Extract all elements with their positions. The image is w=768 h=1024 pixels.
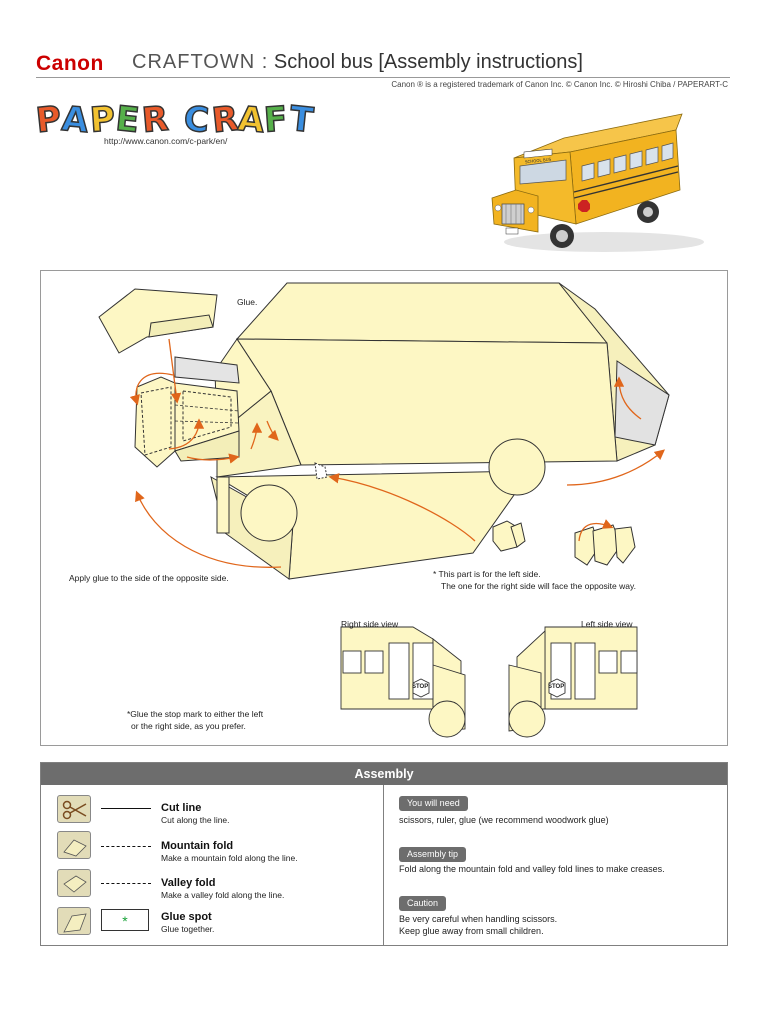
glue-icon (57, 907, 91, 935)
assembly-diagram: Glue. Apply glue to the side of the oppo… (40, 270, 728, 746)
mountain-fold-title: Mountain fold (161, 840, 234, 852)
svg-text:P: P (89, 99, 117, 140)
glue-spot-desc: Glue together. (161, 924, 215, 934)
copyright-text: Canon ® is a registered trademark of Can… (391, 80, 728, 89)
canon-logo: Canon (36, 52, 104, 75)
page-subtitle: School bus [Assembly instructions] (273, 51, 583, 73)
stop-sign-left: STOP (548, 684, 565, 690)
svg-text:P: P (36, 99, 63, 140)
valley-fold-desc: Make a valley fold along the line. (161, 890, 285, 900)
stop-sign-right: STOP (412, 684, 429, 690)
left-side-view-label: Left side view (581, 619, 633, 629)
valley-fold-icon (57, 869, 91, 897)
glue-label: Glue. (237, 297, 258, 307)
assembly-panel: Assembly Cut line Cut along the line. Mo… (40, 762, 728, 946)
svg-text:F: F (263, 99, 289, 140)
caution-text-2: Keep glue away from small children. (399, 926, 544, 936)
mountain-fold-icon (57, 831, 91, 859)
svg-text:E: E (114, 99, 141, 140)
left-side-note-2: The one for the right side will face the… (441, 581, 636, 591)
svg-text:R: R (140, 99, 170, 140)
you-will-need-text: scissors, ruler, glue (we recommend wood… (399, 815, 609, 825)
assembly-heading: Assembly (41, 763, 727, 785)
caution-badge: Caution (399, 896, 447, 911)
scissors-icon (57, 795, 91, 823)
cut-line-sample (101, 808, 151, 809)
svg-text:C: C (183, 99, 211, 140)
glue-spot-title: Glue spot (161, 911, 212, 923)
glue-spot-mark: * (122, 913, 128, 929)
bus-sign: SCHOOL BUS (525, 157, 552, 165)
svg-text:A: A (236, 99, 266, 140)
paper-craft-logo: P A P E R C R A F T (36, 98, 317, 140)
svg-text:R: R (210, 99, 240, 140)
page-title: CRAFTOWN : School bus [Assembly instruct… (132, 51, 583, 74)
diagram-drawing (98, 282, 670, 738)
glue-spot-sample: * (101, 909, 149, 931)
svg-text:T: T (288, 99, 316, 140)
assembly-divider (383, 785, 384, 946)
svg-text:A: A (60, 99, 90, 140)
mountain-fold-desc: Make a mountain fold along the line. (161, 853, 298, 863)
valley-fold-title: Valley fold (161, 877, 216, 889)
site-name: CRAFTOWN : (132, 51, 269, 73)
left-side-note-1: * This part is for the left side. (433, 569, 541, 579)
finished-bus-photo: SCHOOL BUS (486, 100, 712, 260)
stop-note-2: or the right side, as you prefer. (131, 721, 246, 731)
header-rule (36, 77, 730, 78)
right-side-view-label: Right side view (341, 619, 399, 629)
valley-fold-sample (101, 883, 151, 884)
cut-line-desc: Cut along the line. (161, 815, 230, 825)
caution-text-1: Be very careful when handling scissors. (399, 914, 558, 924)
you-will-need-badge: You will need (399, 796, 468, 811)
mountain-fold-sample (101, 846, 151, 847)
assembly-tip-badge: Assembly tip (399, 847, 467, 862)
stop-note-1: *Glue the stop mark to either the left (127, 709, 264, 719)
apply-glue-note: Apply glue to the side of the opposite s… (69, 573, 229, 583)
site-url[interactable]: http://www.canon.com/c-park/en/ (104, 136, 228, 146)
assembly-tip-text: Fold along the mountain fold and valley … (399, 864, 665, 874)
cut-line-title: Cut line (161, 802, 202, 814)
